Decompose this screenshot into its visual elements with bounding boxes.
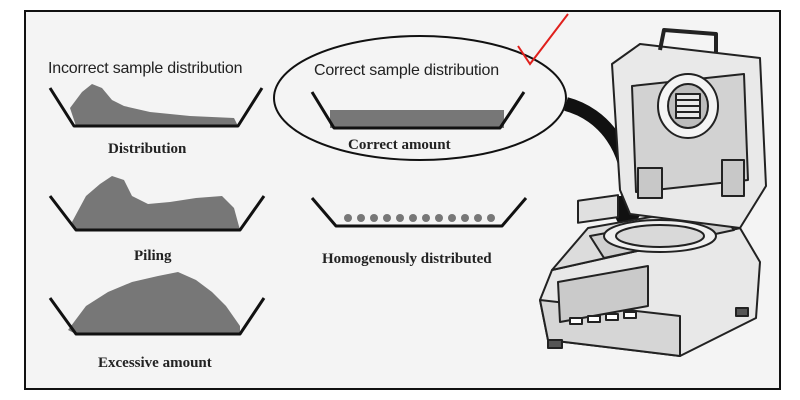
caption-homogenously-distributed: Homogenously distributed [322,251,492,267]
pan-correct-amount [310,91,526,130]
caption-excessive-amount: Excessive amount [98,355,212,371]
sample-piling [72,176,240,230]
heading-correct-distribution: Correct sample distribution [314,62,499,79]
sample-dots [344,214,495,222]
pan-outline [310,91,526,130]
sample-uneven-distribution [70,84,238,126]
check-mark-icon [517,13,569,66]
pan-outline [48,195,266,232]
moisture-analyzer-illustration [539,28,767,357]
caption-correct-amount: Correct amount [348,137,451,153]
pan-outline [310,197,528,228]
correct-highlight-ellipse [273,35,567,161]
pan-outline [48,297,266,336]
sample-even-layer [330,110,504,128]
sample-excessive [68,272,240,334]
pan-homogenous [310,197,528,228]
pan-outline [48,87,264,128]
pan-piling [48,176,266,232]
caption-piling: Piling [134,248,172,264]
caption-distribution: Distribution [108,141,187,157]
pan-distribution [48,84,264,128]
pan-excessive [48,272,266,336]
heading-incorrect-distribution: Incorrect sample distribution [48,60,243,77]
